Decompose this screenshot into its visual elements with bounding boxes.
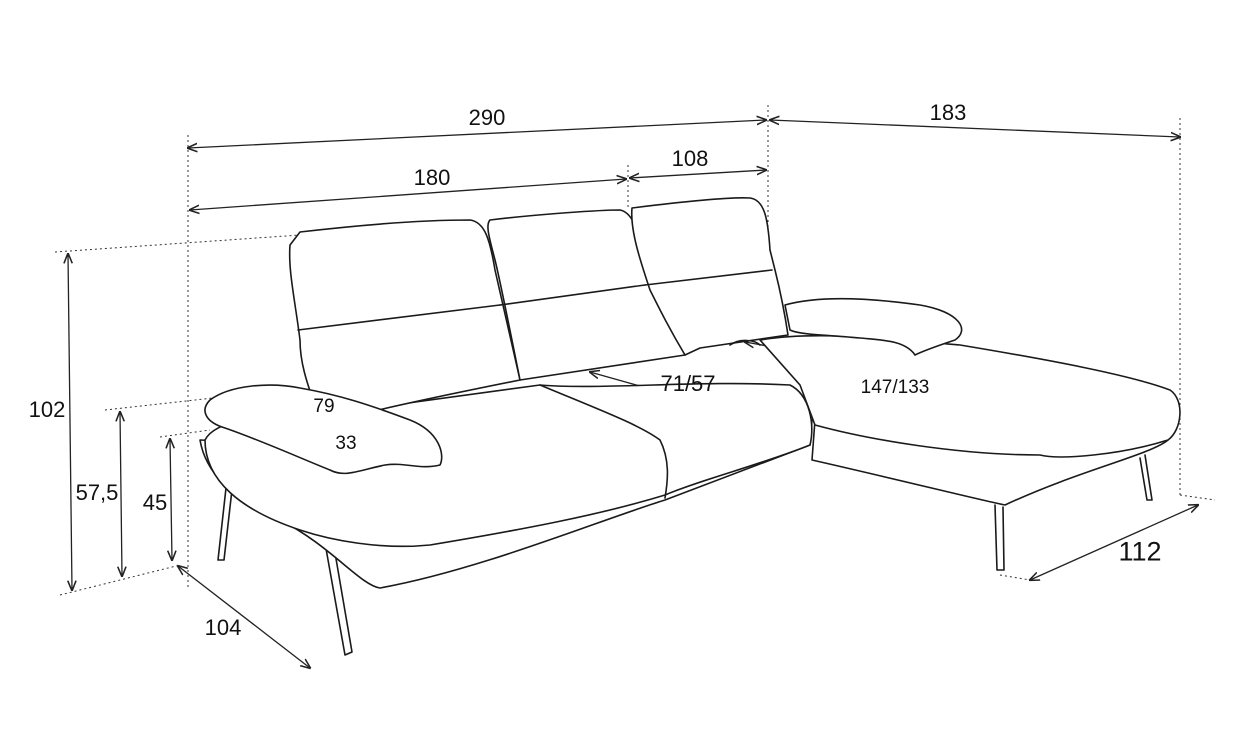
dimension-chaise-length: 183 bbox=[929, 100, 967, 125]
dimension-total-height: 102 bbox=[28, 397, 66, 422]
dimension-chaise-width: 112 bbox=[1118, 536, 1162, 567]
dimension-armrest-height: 57,5 bbox=[75, 480, 119, 505]
dimension-seat-height: 45 bbox=[142, 490, 168, 515]
sofa bbox=[199, 197, 1181, 656]
dimension-corner-section: 108 bbox=[671, 146, 709, 171]
dimension-seat-depth: 71/57 bbox=[660, 371, 716, 396]
dimension-sofa-section: 180 bbox=[413, 165, 451, 190]
dimension-depth: 104 bbox=[204, 615, 242, 640]
dimension-chaise-seat-depth: 147/133 bbox=[860, 377, 930, 398]
dimension-armrest-length: 79 bbox=[313, 396, 335, 417]
dimension-armrest-width: 33 bbox=[335, 433, 357, 454]
dimension-total-width: 290 bbox=[468, 105, 506, 130]
